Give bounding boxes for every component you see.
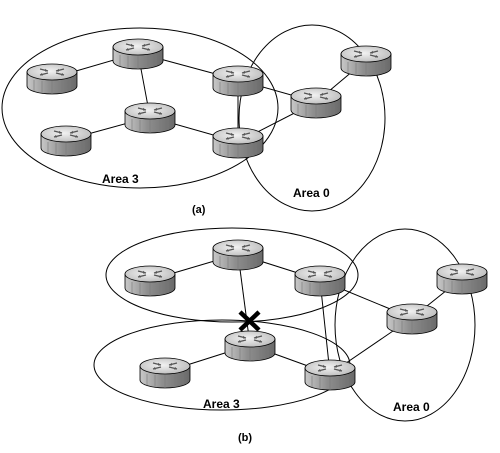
router-icon [436, 263, 488, 295]
area-3-boundary-a [1, 27, 279, 189]
figure-a: Area 3 Area 0 (a) [1, 24, 392, 216]
area-3-upper-boundary-b [105, 227, 359, 323]
router-icon [26, 63, 78, 95]
router-icon [139, 357, 191, 389]
router-icon [294, 265, 346, 297]
area-3-label-b: Area 3 [203, 397, 240, 411]
x-mark-icon [238, 310, 261, 332]
router-icon [304, 359, 356, 391]
router-icon [112, 38, 164, 70]
area-0-boundary-b [334, 228, 476, 422]
router-icon [212, 65, 264, 97]
router-icon [124, 102, 176, 134]
area-0-label-b: Area 0 [393, 400, 430, 414]
area-0-boundary-a [238, 24, 386, 212]
router-icon [212, 127, 264, 159]
figure-b: Area 3 Area 0 (b) [93, 227, 488, 444]
router-icon [340, 45, 392, 77]
router-icon [40, 125, 92, 157]
caption-a: (a) [192, 204, 206, 216]
caption-b: (b) [238, 432, 252, 444]
router-icon [386, 303, 438, 335]
router-icon [124, 265, 176, 297]
router-icon [290, 87, 342, 119]
area-0-label-a: Area 0 [293, 186, 330, 200]
router-icon [212, 239, 264, 271]
router-icon [224, 330, 276, 362]
area-3-label-a: Area 3 [102, 172, 139, 186]
